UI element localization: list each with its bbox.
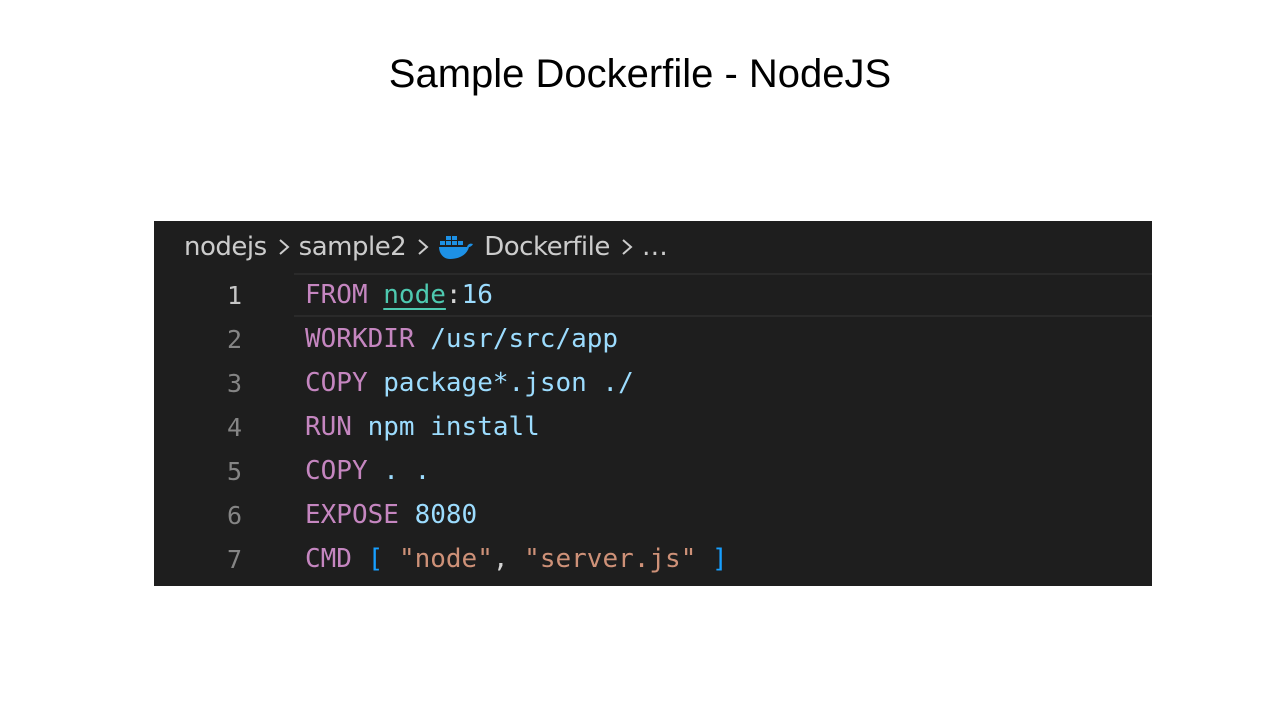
dockerfile-keyword: CMD	[305, 544, 352, 574]
slide-title: Sample Dockerfile - NodeJS	[388, 52, 892, 96]
string-literal: "node"	[398, 544, 493, 574]
docker-whale-icon	[438, 234, 474, 260]
line-number: 7	[226, 544, 242, 574]
comma: ,	[492, 544, 509, 574]
instruction-argument: npm install	[367, 412, 540, 442]
dockerfile-keyword: WORKDIR	[305, 324, 415, 354]
dockerfile-keyword: EXPOSE	[305, 500, 399, 530]
chevron-right-icon	[275, 229, 293, 265]
code-line[interactable]: 4 RUN npm install	[154, 405, 1152, 449]
dockerfile-keyword: COPY	[305, 368, 368, 398]
code-line[interactable]: 2 WORKDIR /usr/src/app	[154, 317, 1152, 361]
line-number: 3	[226, 368, 242, 398]
code-line[interactable]: 3 COPY package*.json ./	[154, 361, 1152, 405]
line-number: 6	[226, 500, 242, 530]
line-number: 4	[226, 412, 242, 442]
code-area[interactable]: 1 FROM node:16 2 WORKDIR /usr/src/app 3 …	[154, 273, 1152, 581]
code-editor: nodejs sample2 Dockerfile	[154, 221, 1152, 586]
code-line[interactable]: 1 FROM node:16	[154, 273, 1152, 317]
code-line[interactable]: 7 CMD [ "node", "server.js" ]	[154, 537, 1152, 581]
line-number: 2	[226, 324, 242, 354]
line-number: 5	[226, 456, 242, 486]
string-literal: "server.js"	[524, 544, 697, 574]
dockerfile-keyword: FROM	[305, 280, 368, 310]
breadcrumb-folder-sample2[interactable]: sample2	[298, 232, 407, 262]
base-image-name: node	[383, 280, 446, 310]
open-bracket: [	[367, 544, 384, 574]
code-line[interactable]: 5 COPY . .	[154, 449, 1152, 493]
instruction-argument: package*.json ./	[383, 368, 634, 398]
chevron-right-icon	[618, 229, 636, 265]
code-line[interactable]: 6 EXPOSE 8080	[154, 493, 1152, 537]
breadcrumb-file-dockerfile[interactable]: Dockerfile	[484, 232, 610, 262]
image-tag: 16	[461, 280, 493, 310]
chevron-right-icon	[414, 229, 432, 265]
breadcrumb-more[interactable]: …	[641, 232, 668, 262]
instruction-argument: . .	[383, 456, 431, 486]
close-bracket: ]	[712, 544, 728, 574]
instruction-argument: 8080	[414, 500, 478, 530]
dockerfile-keyword: RUN	[305, 412, 352, 442]
instruction-argument: /usr/src/app	[430, 324, 619, 354]
colon: :	[445, 280, 462, 310]
line-number: 1	[226, 280, 242, 310]
dockerfile-keyword: COPY	[305, 456, 368, 486]
breadcrumb-folder-nodejs[interactable]: nodejs	[184, 232, 267, 262]
breadcrumb: nodejs sample2 Dockerfile	[184, 229, 668, 265]
